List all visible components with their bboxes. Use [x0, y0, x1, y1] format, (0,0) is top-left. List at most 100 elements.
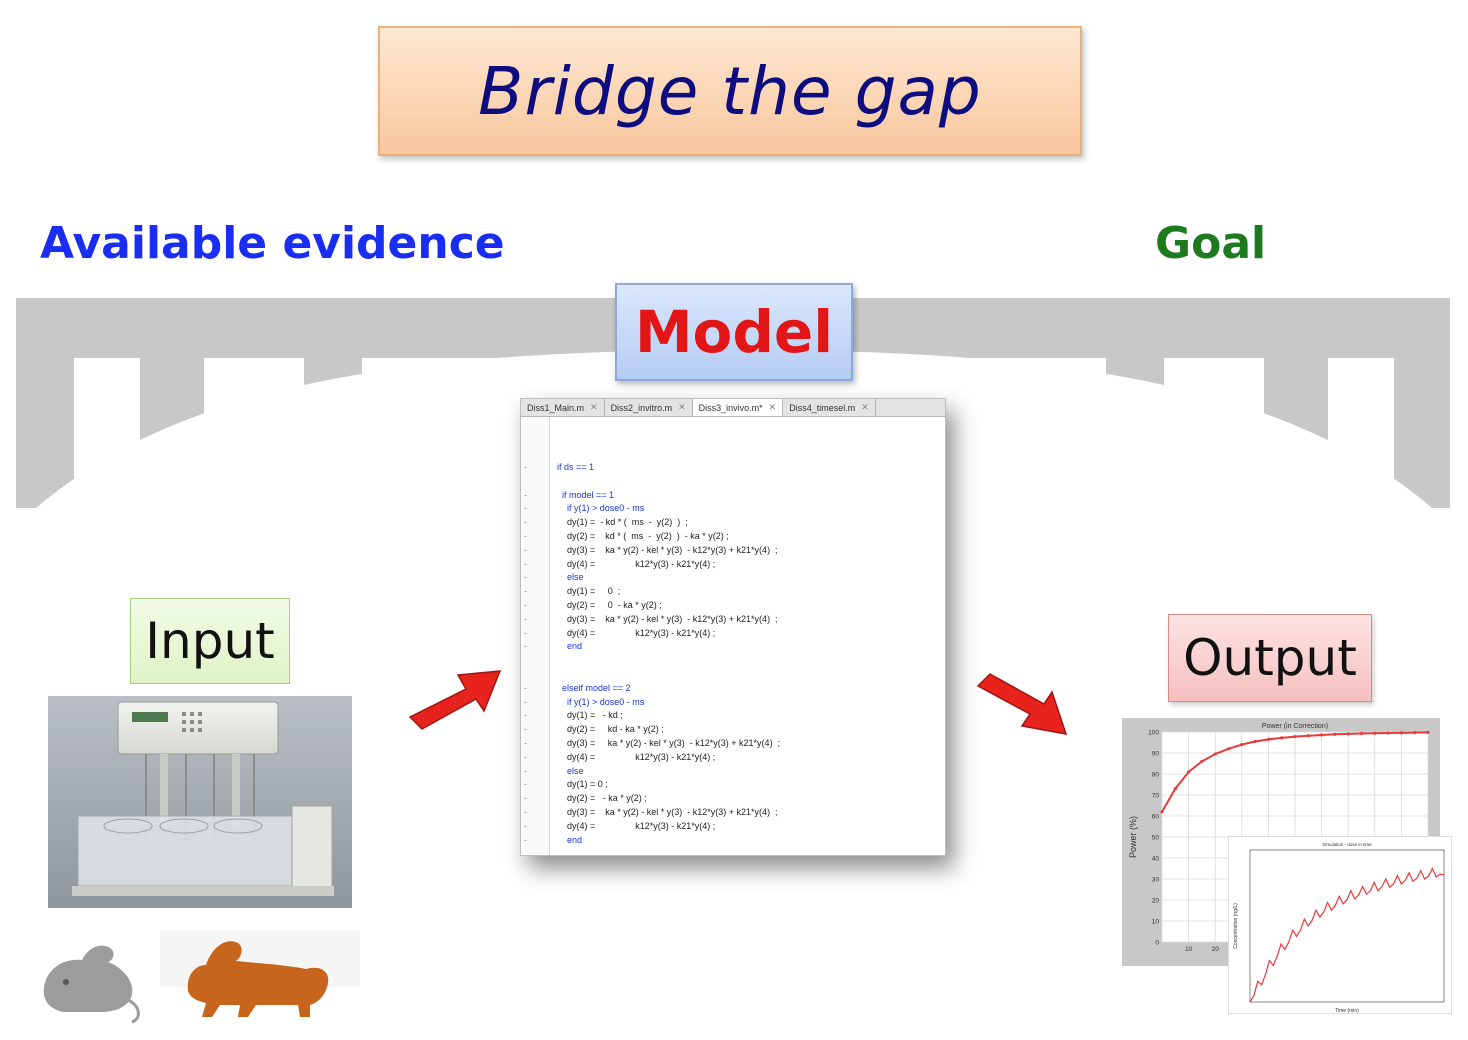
chart-data-point: [1253, 739, 1257, 744]
chart-x-tick-label: 20: [1212, 946, 1220, 953]
output-label: Output: [1183, 629, 1357, 687]
chart-data-point: [1320, 733, 1324, 737]
code-text: dy(4) = k12*y(3) - k21*y(4) ;: [557, 751, 716, 762]
dog-image: [160, 931, 360, 1017]
arrow-shape: [976, 673, 1068, 735]
close-icon[interactable]: ✕: [768, 402, 777, 412]
code-line: - dy(3) = ka * y(2) - kel * y(3) - k12*y…: [521, 544, 945, 558]
code-line: [521, 654, 945, 668]
code-line: - dy(4) = k12*y(3) - k21*y(4) ;: [521, 820, 945, 834]
input-label: Input: [145, 612, 275, 670]
mouse-silhouette: [43, 945, 133, 1012]
code-text: else: [557, 572, 584, 583]
chart-data-point: [1293, 735, 1297, 739]
chart-data-point: [1346, 732, 1350, 736]
code-text: dy(2) = 0 - ka * y(2) ;: [557, 599, 662, 610]
line-marker: -: [524, 737, 527, 748]
chart-title: Power (in Correction): [1262, 723, 1328, 730]
chart-y-tick-label: 80: [1152, 772, 1160, 779]
editor-tab[interactable]: Diss2_invitro.m ✕: [605, 399, 693, 416]
code-text: else: [557, 765, 584, 776]
editor-tab-label: Diss2_invitro.m: [610, 402, 673, 413]
title-banner: Bridge the gap: [378, 26, 1082, 156]
bridge-opening: [74, 358, 140, 480]
editor-tab[interactable]: Diss1_Main.m✕: [521, 399, 605, 416]
code-text: dy(3) = ka * y(2) - kel * y(3) - k12*y(3…: [557, 806, 778, 817]
code-line: - if model == 1: [521, 489, 945, 503]
code-line: [521, 475, 945, 489]
line-marker: -: [524, 530, 527, 541]
code-line: - dy(2) = kd * ( ms - y(2) ) - ka * y(2)…: [521, 530, 945, 544]
line-marker: -: [524, 613, 527, 624]
line-marker: -: [524, 572, 527, 583]
bridge-opening: [1328, 358, 1394, 480]
editor-gutter: [521, 417, 550, 855]
close-icon[interactable]: ✕: [590, 402, 598, 412]
code-text: dy(1) = 0 ;: [557, 586, 621, 597]
chart-y-tick-label: 100: [1148, 730, 1159, 737]
line-marker: -: [524, 503, 527, 514]
chart-data-point: [1426, 730, 1430, 735]
code-line: - else: [521, 765, 945, 779]
code-line: - dy(4) = k12*y(3) - k21*y(4) ;: [521, 558, 945, 572]
chart-y-tick-label: 90: [1152, 751, 1160, 758]
code-line: - dy(1) = - kd ;: [521, 709, 945, 723]
line-marker: -: [524, 710, 527, 721]
bridge-opening: [896, 358, 1106, 408]
chart-data-point: [1386, 731, 1390, 735]
chart-y-tick-label: 20: [1152, 898, 1160, 905]
code-text: end: [557, 834, 583, 845]
chart-y-axis-label: Power (%): [1128, 816, 1138, 858]
line-marker: -: [524, 462, 527, 472]
code-line: - dy(1) = - kd * ( ms - y(2) ) ;: [521, 516, 945, 530]
code-text: dy(4) = k12*y(3) - k21*y(4) ;: [557, 558, 716, 569]
line-marker: -: [524, 489, 527, 500]
code-text: dy(4) = k12*y(3) - k21*y(4) ;: [557, 820, 716, 831]
code-line: - if ds == 1: [521, 461, 945, 475]
bridge-deck: [16, 298, 1450, 508]
code-line: [521, 668, 945, 682]
code-text: dy(3) = ka * y(2) - kel * y(3) - k12*y(3…: [557, 613, 778, 624]
bridge-opening: [204, 358, 304, 440]
arrow-model-to-output: [976, 673, 1068, 735]
chart-data-point: [1306, 734, 1310, 738]
editor-tab[interactable]: Diss4_timesel.m✕: [783, 399, 876, 416]
line-marker: -: [524, 558, 527, 569]
code-text: dy(1) = 0 ;: [557, 779, 608, 790]
code-line: - dy(2) = kd - ka * y(2) ;: [521, 723, 945, 737]
close-icon[interactable]: ✕: [861, 402, 869, 412]
chart-y-tick-label: 30: [1152, 877, 1160, 884]
line-marker: -: [524, 765, 527, 776]
code-text: if ds == 1: [557, 462, 595, 472]
line-marker: -: [524, 751, 527, 762]
editor-tab-label: Diss3_invivo.m*: [698, 402, 763, 413]
arrow-input-to-model: [408, 670, 502, 730]
chart-series-line: [1249, 867, 1445, 1003]
chart-data-point: [1213, 752, 1217, 756]
chart-data-point: [1413, 731, 1417, 735]
code-line: - dy(2) = 0 - ka * y(2) ;: [521, 599, 945, 613]
close-icon[interactable]: ✕: [678, 402, 686, 412]
chart-data-point: [1173, 787, 1177, 791]
chart-data-point: [1187, 770, 1191, 774]
line-marker: -: [524, 779, 527, 790]
mouse-tail: [127, 998, 140, 1024]
line-marker: -: [524, 820, 527, 831]
chart-data-point: [1240, 743, 1244, 747]
line-marker: -: [524, 696, 527, 707]
chart-y-tick-label: 60: [1152, 814, 1160, 821]
code-text: dy(3) = ka * y(2) - kel * y(3) - k12*y(3…: [557, 737, 781, 748]
chart-data-point: [1200, 759, 1204, 763]
code-line: - if y(1) > dose0 - ms: [521, 502, 945, 516]
goal-label: Goal: [1155, 218, 1267, 269]
chart-data-point: [1373, 731, 1377, 735]
chart-x-axis-label: Time (min): [1335, 1008, 1359, 1014]
editor-tab[interactable]: Diss3_invivo.m* ✕: [692, 399, 784, 416]
line-marker: -: [524, 517, 527, 528]
bridge-opening: [362, 358, 572, 408]
line-marker: -: [524, 682, 527, 693]
code-text: if y(1) > dose0 - ms: [557, 696, 645, 707]
code-line: - end: [521, 640, 945, 654]
editor-tab-bar: Diss1_Main.m✕Diss2_invitro.m✕Diss3_inviv…: [521, 399, 945, 417]
chart-x-tick-label: 10: [1185, 946, 1193, 953]
